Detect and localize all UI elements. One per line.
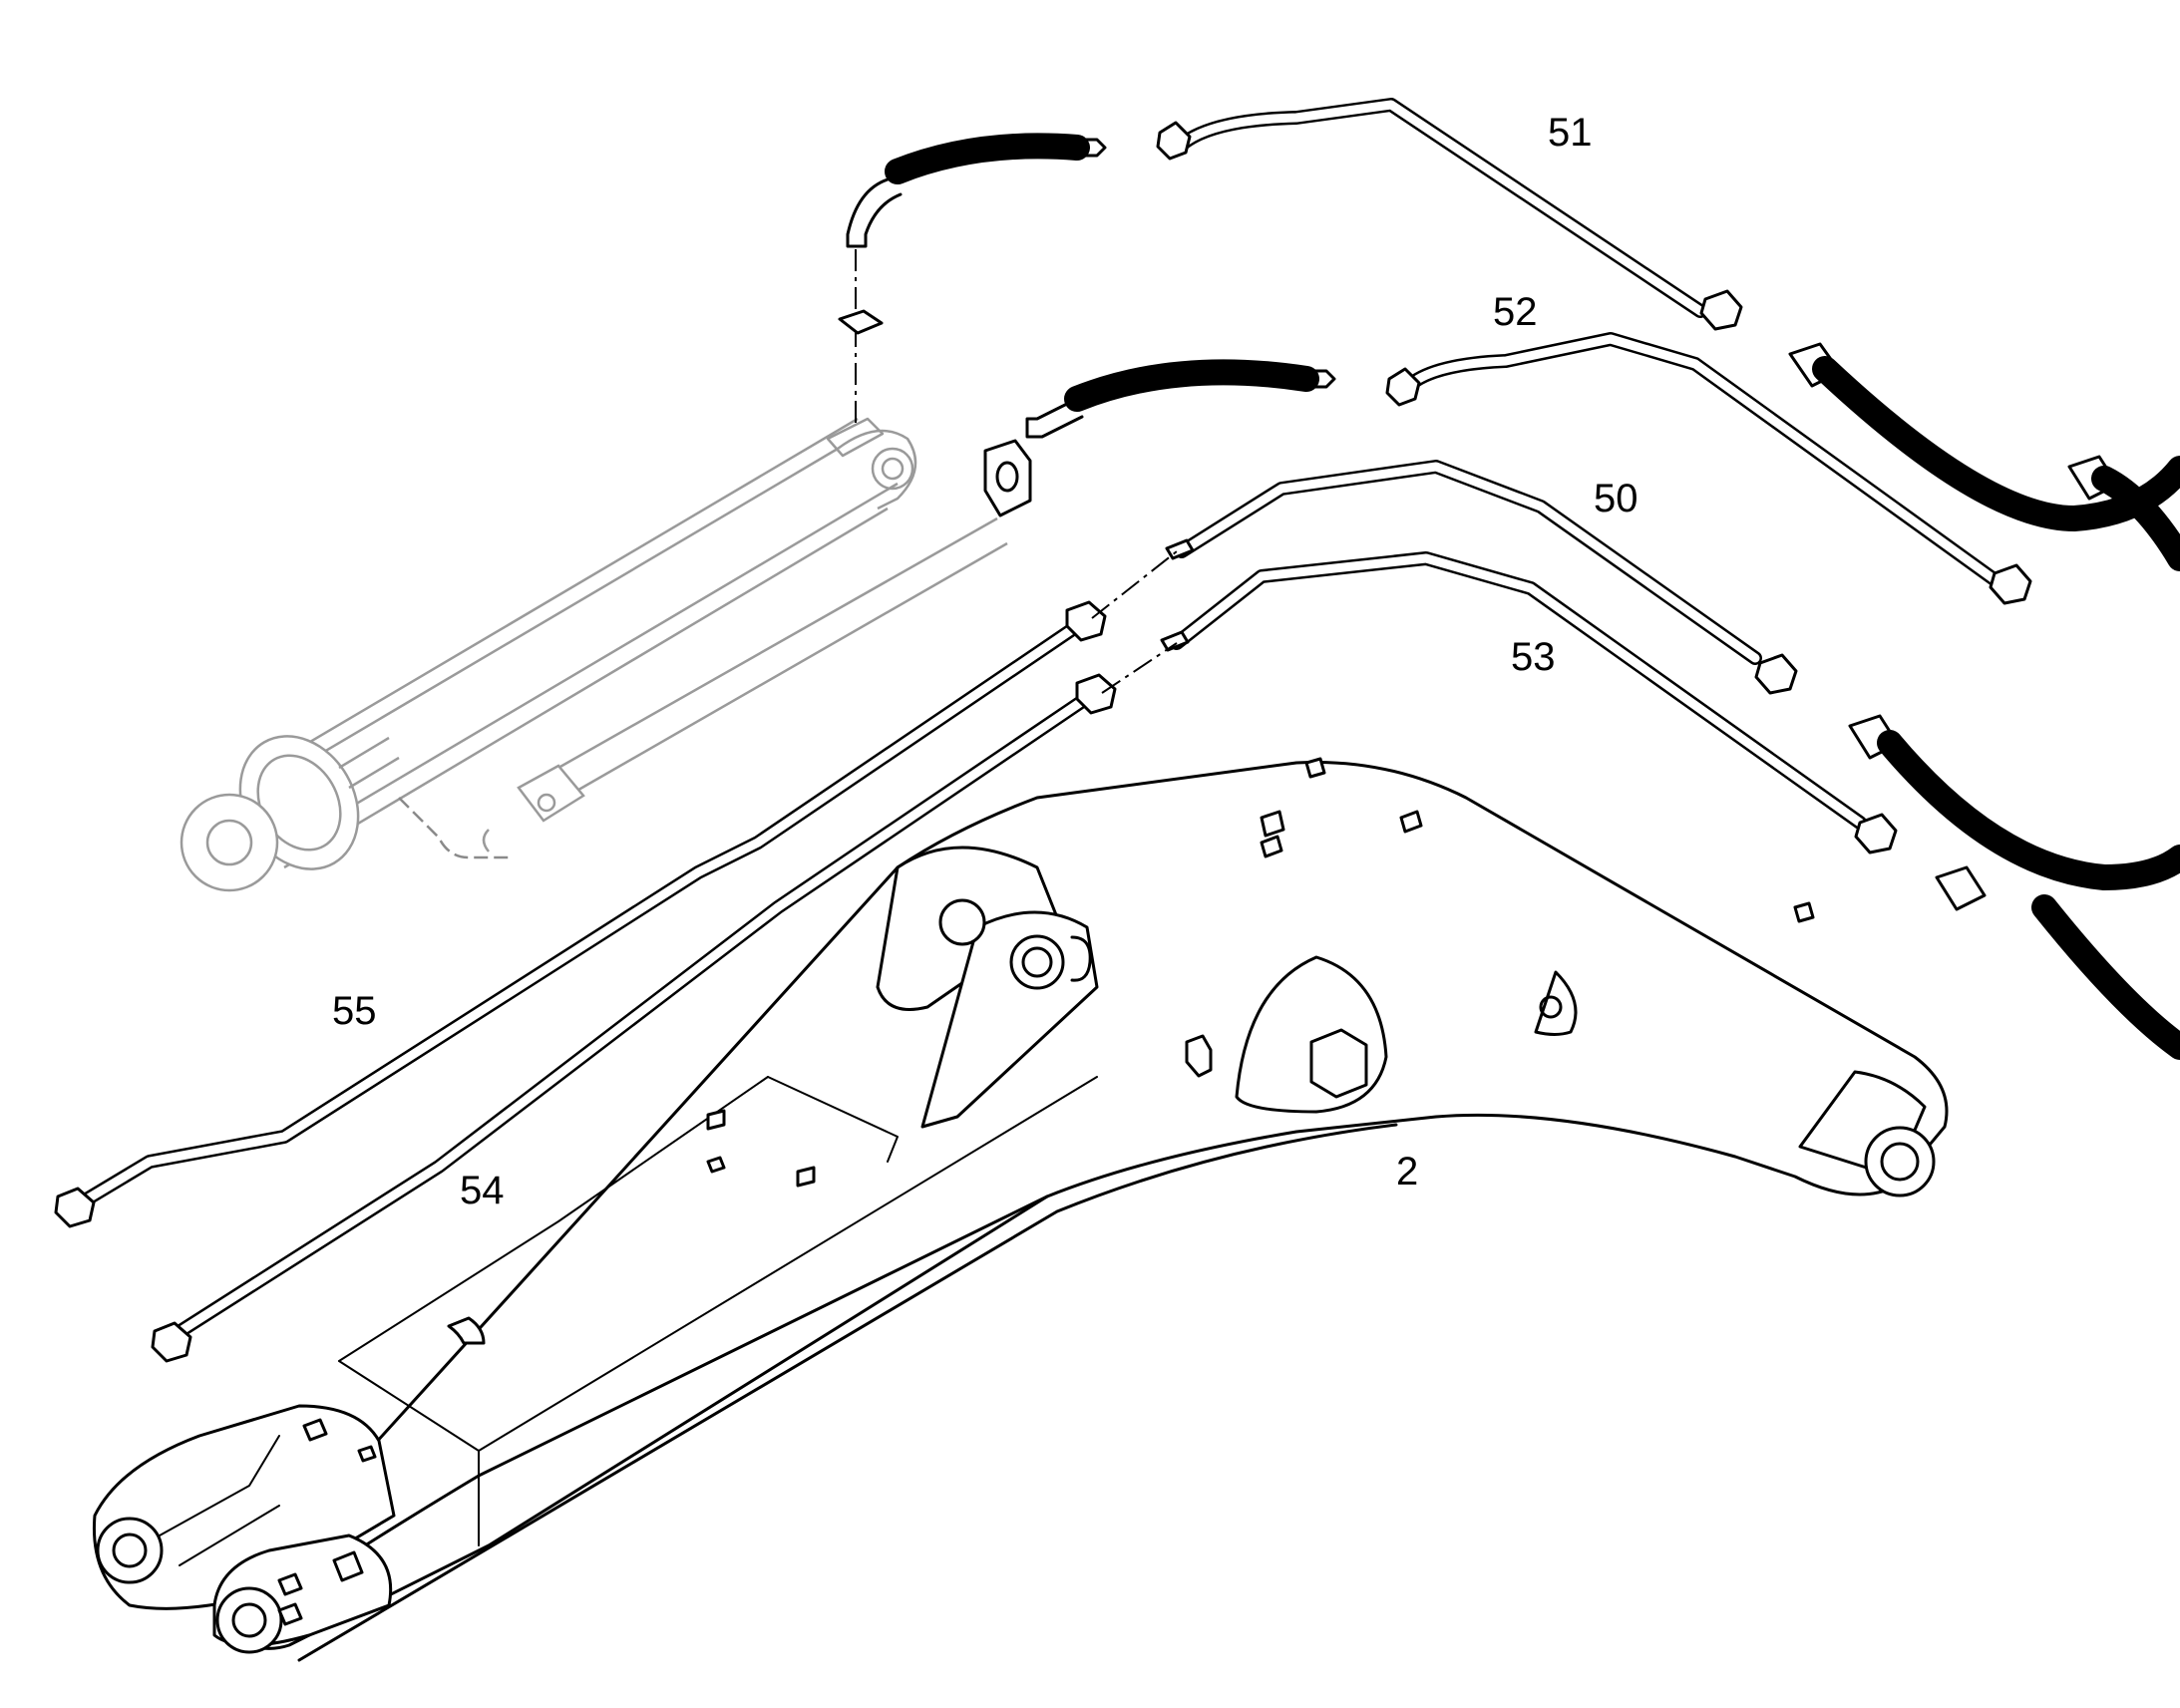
callout-55: 55 xyxy=(332,989,377,1033)
callout-50: 50 xyxy=(1594,477,1638,520)
callout-2: 2 xyxy=(1396,1150,1418,1194)
upper-hose-assembly xyxy=(838,133,1336,517)
tube-52 xyxy=(1385,332,2032,605)
right-hoses xyxy=(1788,342,2180,1060)
tube-55 xyxy=(54,550,1178,1228)
callout-51: 51 xyxy=(1548,111,1593,155)
callout-54: 54 xyxy=(460,1169,505,1212)
callout-52: 52 xyxy=(1493,290,1538,334)
tube-50 xyxy=(1165,460,1798,695)
callout-53: 53 xyxy=(1511,635,1556,679)
tube-54 xyxy=(151,642,1178,1363)
boom-structure xyxy=(92,757,1949,1662)
tube-51 xyxy=(1156,98,1743,331)
tube-53 xyxy=(1160,551,1898,854)
boom-cylinder-ghost xyxy=(180,417,1008,892)
